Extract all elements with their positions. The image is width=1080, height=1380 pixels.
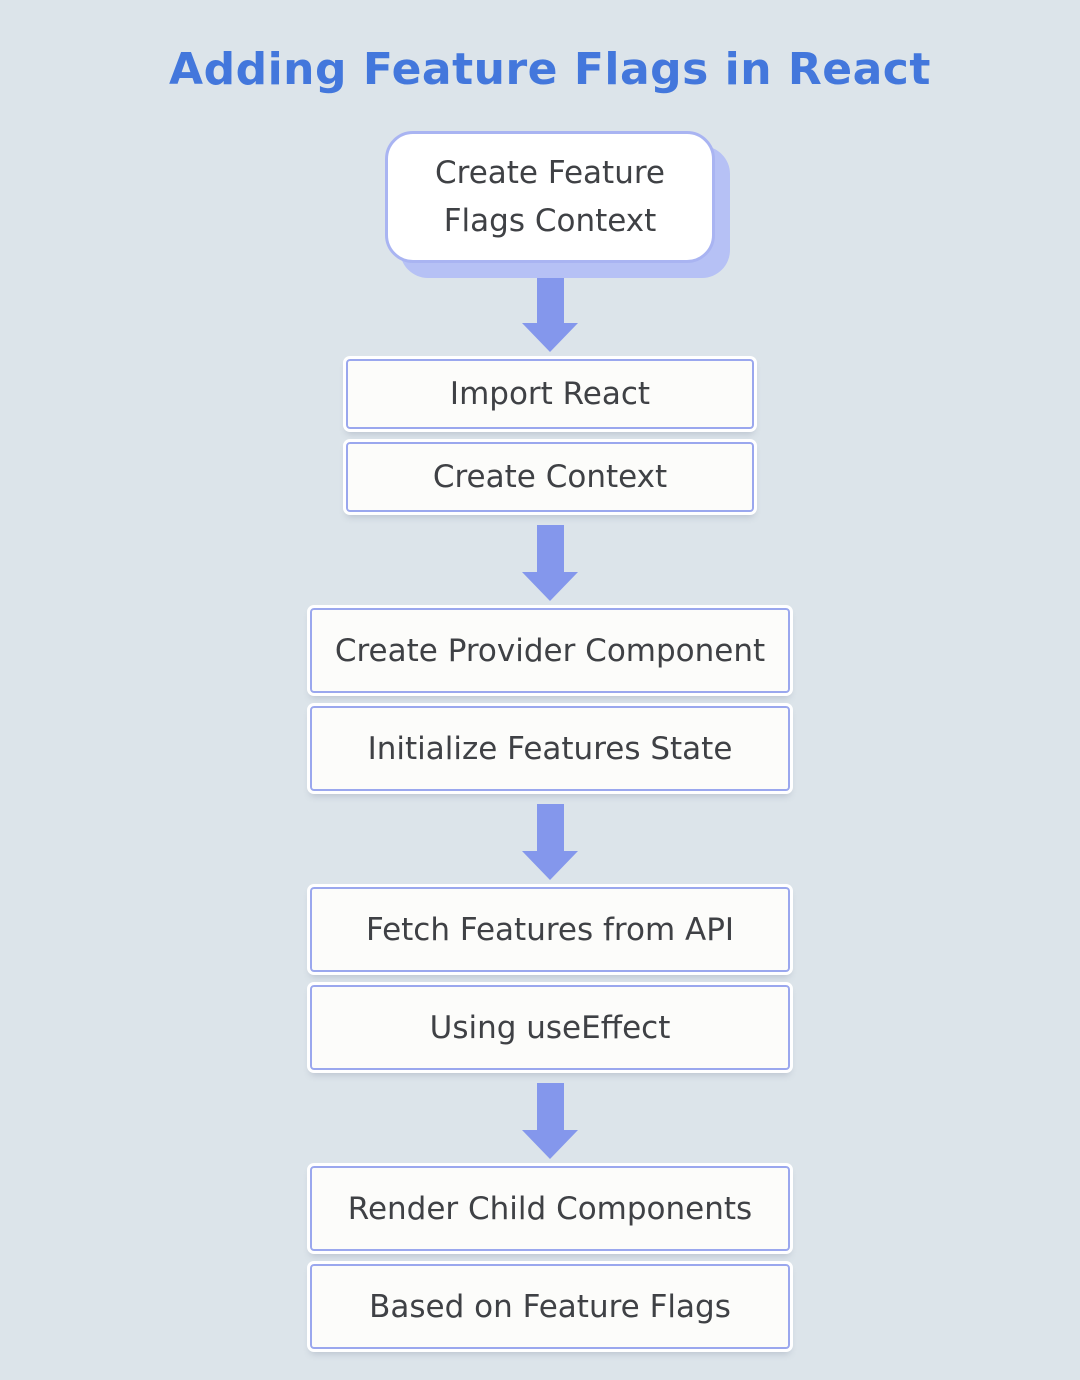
page-title: Adding Feature Flags in React [169,44,931,95]
step-box-label: Initialize Features State [367,730,733,767]
down-arrow-icon [522,276,578,352]
step-box: Fetch Features from API [307,884,793,975]
step-box-label: Using useEffect [429,1009,671,1046]
start-node-label: Create Feature Flags Context [434,154,665,239]
step-box: Import React [343,356,757,432]
step-box-label: Based on Feature Flags [369,1288,731,1325]
step-box-label: Create Provider Component [334,632,766,669]
step-box-label: Render Child Components [347,1190,753,1227]
step-group-fetch-features: Fetch Features from API Using useEffect [307,884,793,1073]
arrow-stem [536,1083,564,1130]
step-box: Render Child Components [307,1163,793,1254]
arrow-head [522,323,578,352]
start-node: Create Feature Flags Context [385,131,715,263]
down-arrow-icon [522,1083,578,1159]
down-arrow-icon [522,525,578,601]
arrow-stem [536,276,564,323]
step-box: Using useEffect [307,982,793,1073]
step-box-label: Import React [449,376,651,412]
step-box: Based on Feature Flags [307,1261,793,1352]
step-box: Create Provider Component [307,605,793,696]
step-group-provider-component: Create Provider Component Initialize Fea… [307,605,793,794]
down-arrow-icon [522,804,578,880]
step-box-label: Fetch Features from API [365,911,735,948]
step-group-render-children: Render Child Components Based on Feature… [307,1163,793,1352]
step-box-label: Create Context [432,459,668,495]
flowchart: Create Feature Flags Context Import Reac… [307,131,793,1352]
flowchart-canvas: Adding Feature Flags in React Create Fea… [10,0,1080,1380]
step-box: Create Context [343,439,757,515]
arrow-stem [536,525,564,572]
step-box: Initialize Features State [307,703,793,794]
step-group-create-context: Import React Create Context [343,356,757,515]
arrow-stem [536,804,564,851]
arrow-head [522,1130,578,1159]
arrow-head [522,572,578,601]
arrow-head [522,851,578,880]
